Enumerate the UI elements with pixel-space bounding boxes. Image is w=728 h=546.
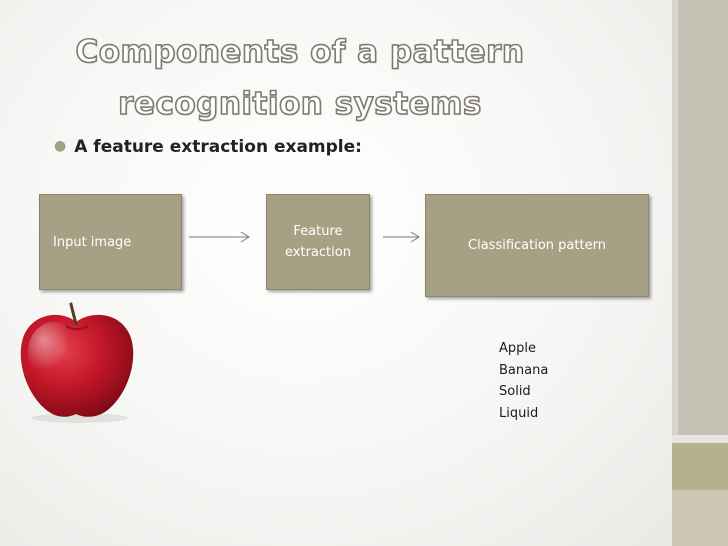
feature-extraction-label-line-2: extraction: [285, 245, 351, 260]
right-arrow-icon: [189, 231, 250, 243]
list-item: Liquid: [499, 405, 539, 421]
right-arrow-icon: [383, 231, 420, 243]
slide-title-line-2: recognition systems: [117, 85, 482, 123]
input-image-box: Input image: [39, 194, 182, 290]
list-item: Solid: [499, 384, 531, 399]
slide-title-line-1: Components of a pattern: [75, 33, 525, 71]
red-apple-image: [20, 302, 134, 423]
feature-extraction-label-line-1: Feature: [293, 224, 343, 239]
side-band: [672, 0, 728, 435]
classification-pattern-box: Classification pattern: [425, 194, 649, 297]
classification-pattern-label: Classification pattern: [468, 238, 606, 253]
bullet-text: A feature extraction example:: [74, 137, 362, 157]
bullet-point: ● A feature extraction example:: [54, 137, 362, 157]
side-band: [672, 443, 728, 490]
bullet-dot-icon: ●: [54, 138, 67, 154]
side-band: [672, 490, 728, 546]
side-band: [672, 435, 728, 443]
list-item: Banana: [499, 362, 549, 378]
feature-extraction-box: Feature extraction: [266, 194, 370, 290]
class-list: Apple Banana Solid Liquid: [499, 338, 548, 424]
slide-title: Components of a pattern recognition syst…: [0, 26, 600, 130]
list-item: Apple: [499, 341, 537, 356]
slide-canvas: Components of a pattern recognition syst…: [0, 0, 673, 546]
input-image-label: Input image: [53, 234, 132, 250]
side-decoration-bar: [672, 0, 728, 546]
